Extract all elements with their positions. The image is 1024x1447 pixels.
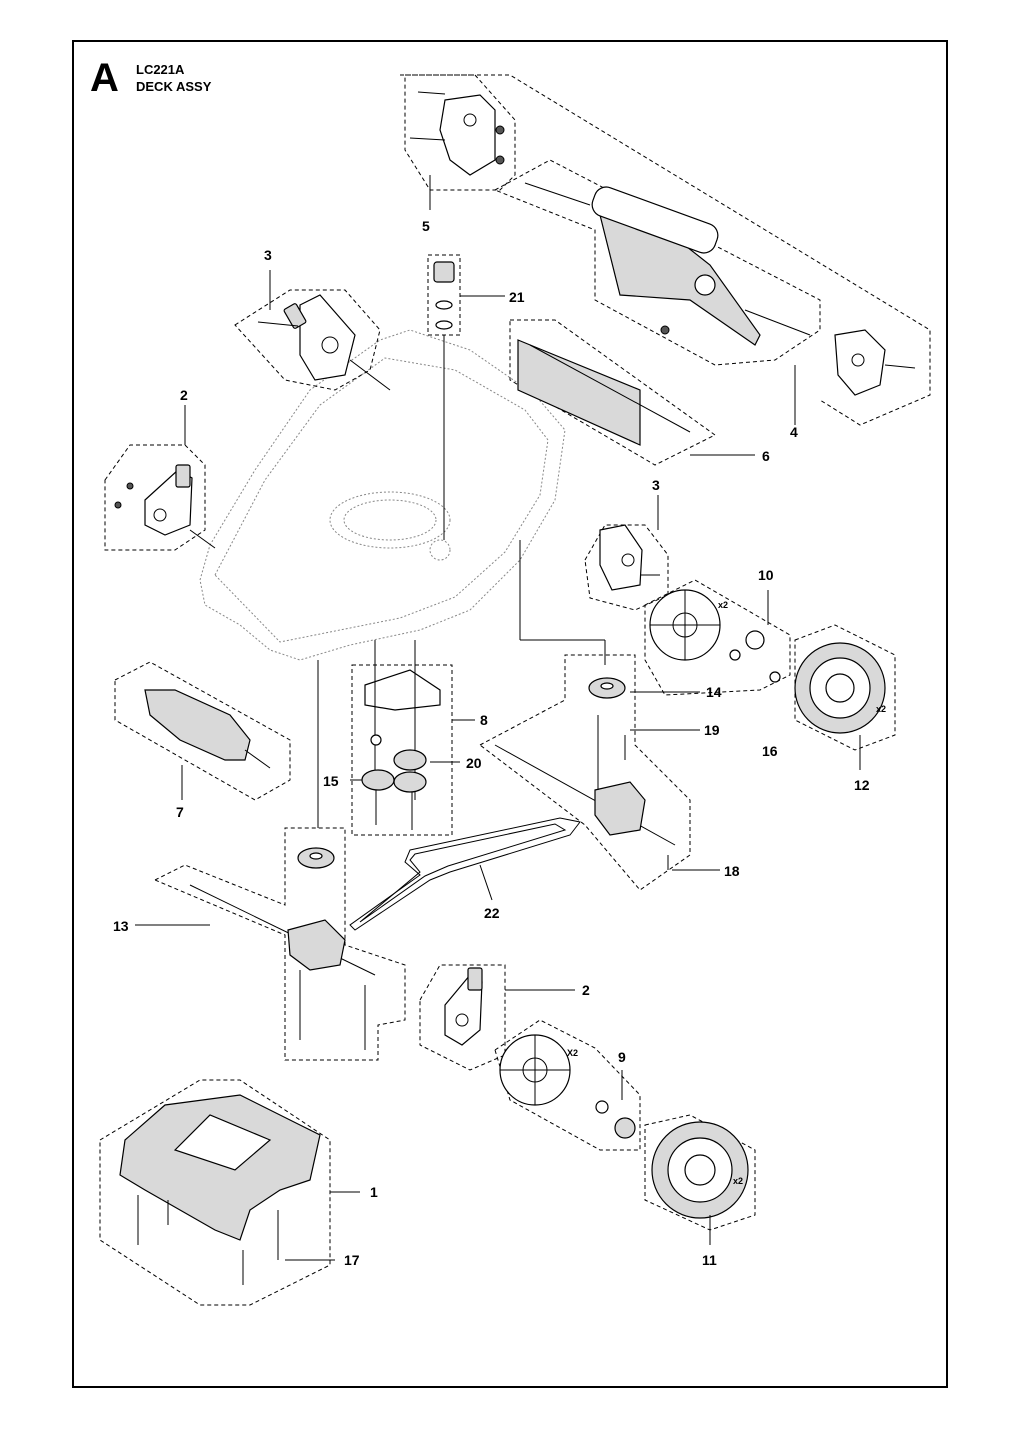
callout-12: 12 <box>854 777 870 793</box>
callout-19: 19 <box>704 722 720 738</box>
part-12-rear-wheel <box>769 624 896 770</box>
qty-mark-10: x2 <box>718 600 728 610</box>
drawing-frame <box>72 40 948 1388</box>
callout-20: 20 <box>466 755 482 771</box>
callout-17: 17 <box>344 1252 360 1268</box>
callout-6: 6 <box>762 448 770 464</box>
callout-13: 13 <box>113 918 129 934</box>
group-10-rear-hub <box>644 579 791 696</box>
callout-11: 11 <box>702 1252 717 1268</box>
callout-14: 14 <box>706 684 722 700</box>
group-21-fastener-stack <box>427 254 505 540</box>
callout-16: 16 <box>762 743 778 759</box>
callout-15: 15 <box>323 773 339 789</box>
callout-4: 4 <box>790 424 798 440</box>
section-letter: A <box>90 56 119 100</box>
part-1-cover <box>99 1079 360 1306</box>
callout-18: 18 <box>724 863 740 879</box>
group-6-rear-flap <box>509 319 755 466</box>
callout-10: 10 <box>758 567 774 583</box>
group-2-adjuster-lever-upper <box>104 405 216 551</box>
callout-9: 9 <box>618 1049 626 1065</box>
group-13-front-axle <box>135 660 406 1061</box>
group-rear-gearbox <box>479 540 720 891</box>
callout-3-upper: 3 <box>264 247 272 263</box>
model-code: LC221A <box>136 62 185 77</box>
callout-8: 8 <box>480 712 488 728</box>
group-3-height-adjuster-upper <box>234 270 391 391</box>
callout-22: 22 <box>484 905 500 921</box>
callout-21: 21 <box>509 289 525 305</box>
part-22-drive-belt <box>349 817 581 931</box>
qty-mark-11: x2 <box>733 1176 743 1186</box>
callout-2-lower: 2 <box>582 982 590 998</box>
callout-1: 1 <box>370 1184 378 1200</box>
qty-mark-12: x2 <box>876 704 886 714</box>
group-5-handle-bracket <box>404 74 516 210</box>
assembly-name: DECK ASSY <box>136 79 212 94</box>
qty-mark-9: X2 <box>567 1048 578 1058</box>
group-4-handle-mount <box>400 74 931 426</box>
part-11-front-wheel <box>644 1114 756 1245</box>
group-8-blade-mount <box>350 640 475 836</box>
group-9-front-hub <box>494 1019 641 1151</box>
mower-deck <box>199 329 566 661</box>
callout-7: 7 <box>176 804 184 820</box>
callout-2-upper: 2 <box>180 387 188 403</box>
group-2-adjuster-lever-lower <box>419 964 575 1071</box>
callout-5: 5 <box>422 218 430 234</box>
callout-3-lower: 3 <box>652 477 660 493</box>
group-3-height-adjuster-lower <box>584 495 669 611</box>
part-7-front-bumper <box>114 661 291 801</box>
